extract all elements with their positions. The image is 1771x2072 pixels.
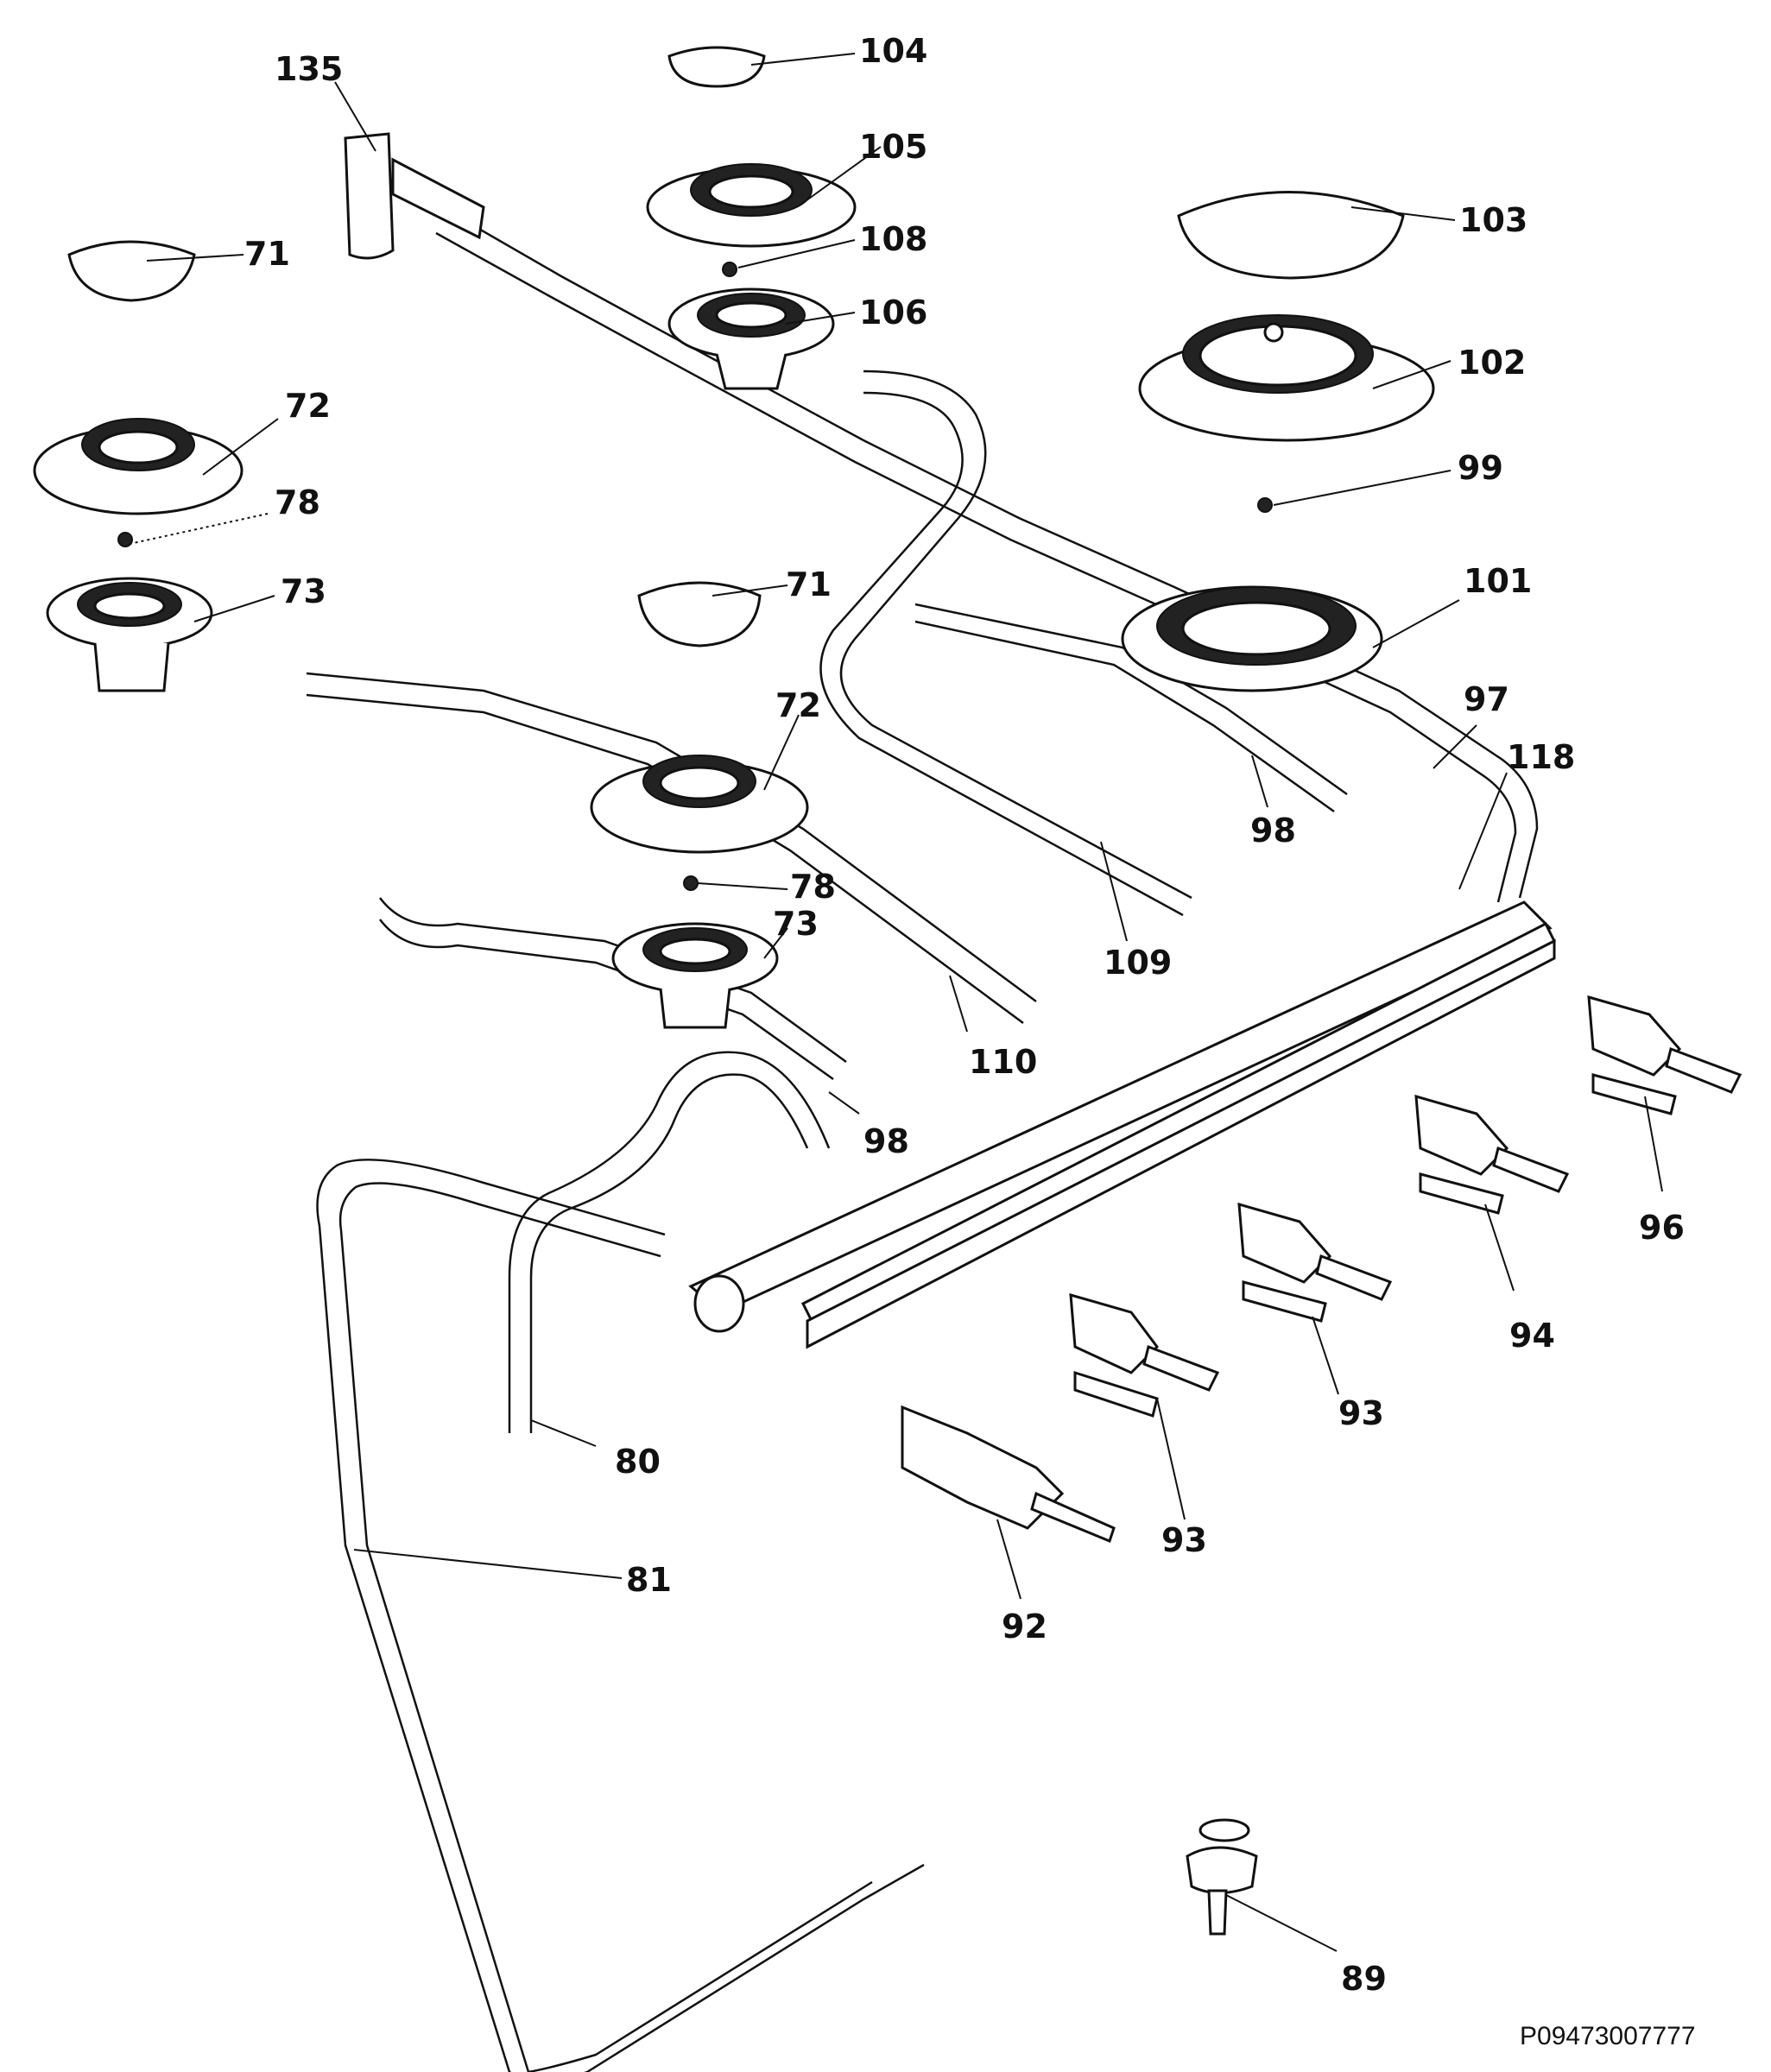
burner-cap-71-left bbox=[67, 240, 196, 302]
part-label: 73 bbox=[773, 905, 819, 943]
gas-valve-94 bbox=[1414, 1094, 1570, 1215]
part-label: 78 bbox=[790, 868, 836, 906]
part-label: 73 bbox=[281, 572, 326, 610]
part-label: 93 bbox=[1161, 1521, 1207, 1559]
burner-base-73-center bbox=[611, 922, 779, 1029]
gas-valve-93-upper bbox=[1237, 1202, 1393, 1323]
leader-lines bbox=[129, 53, 1663, 1952]
part-label: 135 bbox=[275, 50, 343, 88]
part-label: 102 bbox=[1458, 344, 1526, 382]
part-label: 99 bbox=[1458, 449, 1503, 487]
part-labels: 135 104 105 108 106 103 102 99 101 97 11… bbox=[244, 32, 1685, 1998]
part-label: 92 bbox=[1002, 1608, 1047, 1646]
part-label: 118 bbox=[1507, 738, 1575, 776]
gas-valve-92 bbox=[901, 1405, 1116, 1543]
burner-base-106 bbox=[667, 287, 835, 390]
burner-cap-104 bbox=[667, 46, 766, 88]
part-label: 104 bbox=[859, 32, 927, 70]
burner-cap-71-center bbox=[637, 581, 762, 648]
part-label: 96 bbox=[1639, 1209, 1685, 1247]
part-label: 103 bbox=[1459, 201, 1527, 239]
injector-89 bbox=[1186, 1818, 1258, 1936]
gas-valve-96 bbox=[1587, 995, 1743, 1115]
document-id: P09473007777 bbox=[1520, 2022, 1696, 2050]
thermocouple-135 bbox=[344, 132, 485, 260]
valve-support-rail bbox=[688, 900, 1557, 1349]
burner-base-73-left bbox=[46, 577, 213, 692]
gas-valve-93-lower bbox=[1069, 1292, 1220, 1418]
part-label: 93 bbox=[1338, 1394, 1384, 1432]
burner-crown-72-center bbox=[590, 755, 809, 854]
part-label: 72 bbox=[775, 686, 821, 724]
burner-base-101 bbox=[1121, 585, 1383, 692]
part-label: 78 bbox=[275, 483, 320, 521]
part-label: 89 bbox=[1341, 1960, 1387, 1998]
burner-cap-103 bbox=[1177, 191, 1405, 280]
part-label: 97 bbox=[1464, 680, 1509, 718]
gas-pipes bbox=[306, 210, 1539, 2072]
burner-crown-72-left bbox=[33, 418, 244, 515]
part-label: 71 bbox=[786, 565, 832, 603]
part-label: 106 bbox=[859, 294, 927, 332]
part-label: 71 bbox=[244, 235, 290, 273]
part-label: 94 bbox=[1509, 1317, 1555, 1355]
part-label: 98 bbox=[1250, 812, 1296, 850]
small-screws bbox=[117, 262, 1273, 891]
burner-crown-102 bbox=[1138, 314, 1435, 442]
part-label: 81 bbox=[626, 1561, 672, 1599]
part-label: 108 bbox=[859, 220, 927, 258]
part-label: 105 bbox=[859, 128, 927, 166]
burner-crown-105 bbox=[646, 163, 857, 248]
part-label: 109 bbox=[1104, 944, 1172, 982]
part-label: 110 bbox=[969, 1043, 1037, 1081]
part-label: 101 bbox=[1464, 562, 1532, 600]
part-label: 72 bbox=[285, 387, 331, 425]
part-label: 80 bbox=[615, 1443, 661, 1481]
part-label: 98 bbox=[863, 1122, 909, 1160]
